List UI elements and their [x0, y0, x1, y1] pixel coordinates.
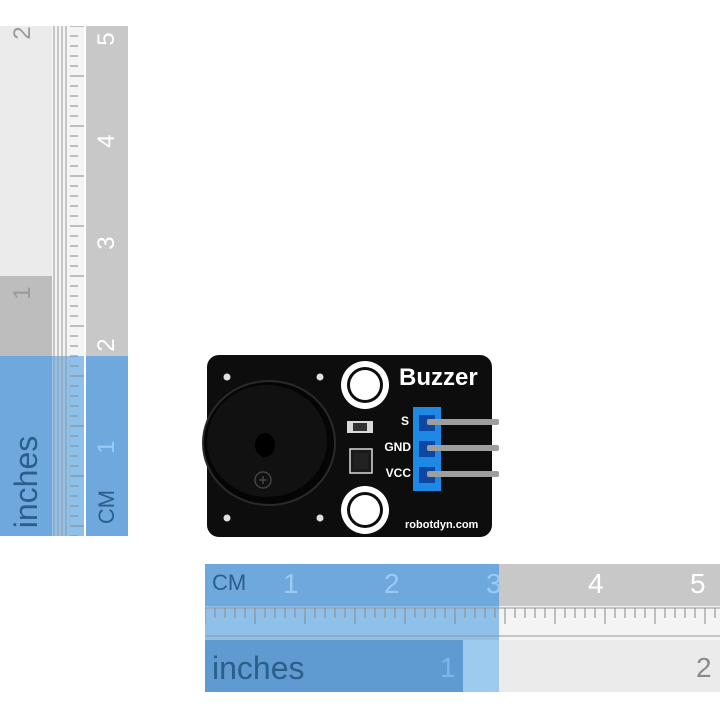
vertical-ruler-ticks	[52, 26, 84, 536]
mounting-hole-icon	[316, 373, 324, 381]
horizontal-cm-number: 2	[384, 568, 400, 599]
horizontal-inch-number: 2	[696, 652, 712, 683]
horizontal-ruler-inch-scale	[499, 640, 720, 692]
vertical-inch-number: 1	[9, 286, 36, 300]
vertical-ruler-cm-scale	[86, 26, 128, 356]
vertical-ruler-cm-blue	[86, 356, 128, 536]
vertical-ruler-inches-label: inches	[8, 435, 44, 529]
mounting-hole-icon	[223, 514, 231, 522]
horizontal-cm-number: 4	[588, 568, 604, 599]
vertical-cm-number: 5	[93, 32, 120, 46]
horizontal-inch-number: 1	[440, 652, 456, 683]
header-pin	[427, 471, 499, 477]
vertical-cm-number: 4	[93, 134, 120, 148]
pin-label-s: S	[401, 414, 409, 428]
vertical-inch-number: 2	[9, 26, 36, 40]
buzzer-module-image: Buzzer S GND VCC robotdyn.com	[202, 355, 499, 537]
vertical-ruler-inch-highlight	[0, 276, 52, 356]
plus-marker-icon	[254, 471, 272, 489]
horizontal-ruler-ticks	[205, 606, 720, 640]
vertical-ruler-inch-blue	[0, 356, 52, 536]
horizontal-cm-number: 5	[690, 568, 706, 599]
horizontal-ruler-inch-blue	[205, 640, 463, 692]
module-title: Buzzer	[399, 364, 478, 391]
header-pin	[427, 445, 499, 451]
mounting-hole-icon	[316, 514, 324, 522]
vertical-cm-number: 3	[93, 236, 120, 250]
horizontal-ruler-cm-label: CM	[212, 570, 247, 595]
pin-label-vcc: VCC	[386, 466, 412, 480]
header-pin	[427, 419, 499, 425]
horizontal-cm-number: 3	[486, 568, 502, 599]
vertical-cm-number: 1	[93, 440, 120, 454]
pin-label-gnd: GND	[384, 440, 411, 454]
brand-label: robotdyn.com	[405, 519, 479, 531]
vertical-ruler-inch-scale	[0, 26, 52, 276]
vertical-cm-number: 2	[93, 338, 120, 352]
horizontal-ruler-inch-light	[463, 640, 499, 692]
vertical-ruler-cm-label: CM	[94, 489, 119, 525]
horizontal-cm-number: 1	[283, 568, 299, 599]
horizontal-ruler-inches-label: inches	[212, 650, 305, 686]
horizontal-ruler-cm-scale	[499, 564, 720, 606]
horizontal-ruler-cm-blue	[205, 564, 499, 606]
mounting-hole-icon	[223, 373, 231, 381]
